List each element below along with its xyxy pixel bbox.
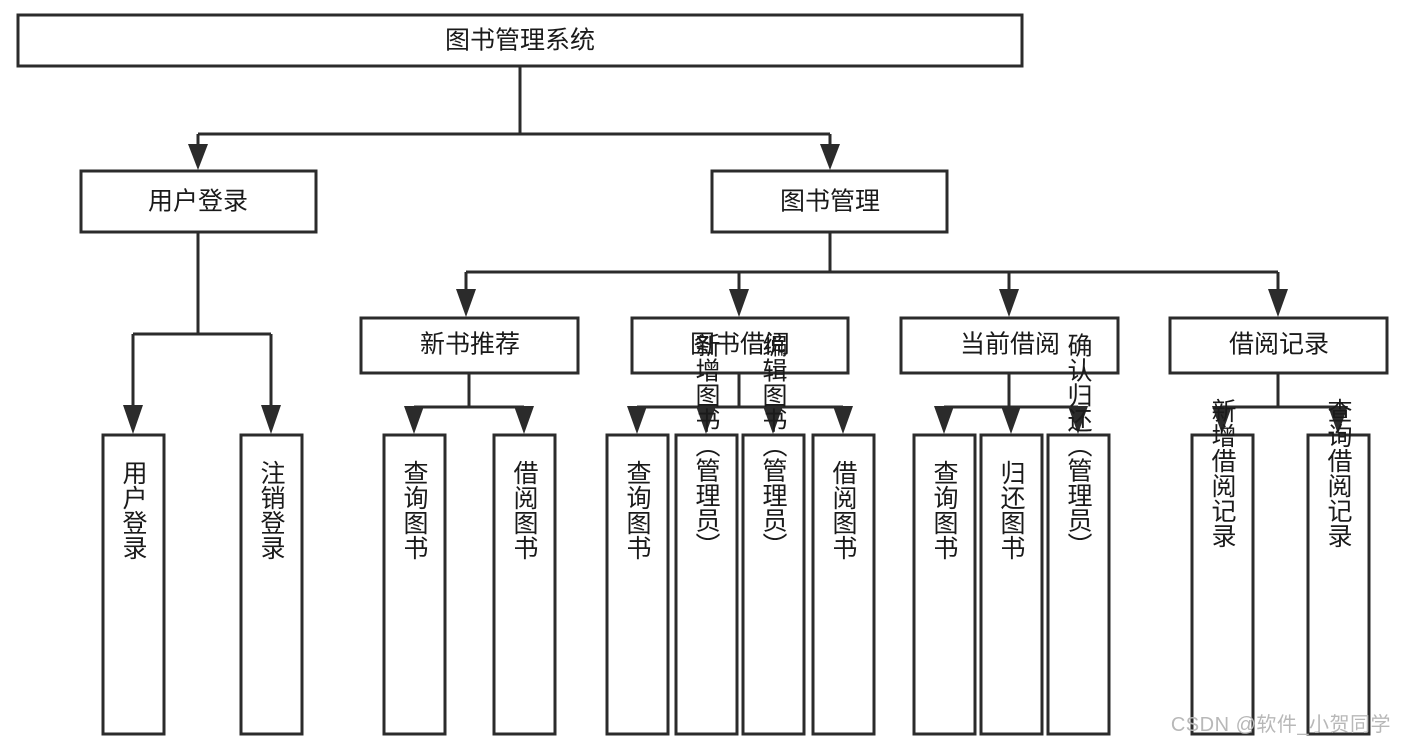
arrowhead-current-leaf-3 xyxy=(1068,406,1088,434)
arrowhead-recommend-leaf-1 xyxy=(404,406,424,434)
leaf-borrow-query-book-label: 查询图书 xyxy=(623,460,652,560)
leaf-recommend-borrow-book-label: 借阅图书 xyxy=(510,460,539,560)
leaf-borrow-edit-book-admin-label: 编辑图书（管理员） xyxy=(759,333,788,558)
node-new-book-recommend-box[interactable] xyxy=(359,316,580,375)
leaf-user-login-login-box[interactable] xyxy=(101,433,166,736)
leaf-current-query-book-label: 查询图书 xyxy=(930,460,959,560)
leaf-current-confirm-return-admin-box[interactable] xyxy=(1046,433,1111,736)
leaf-borrow-borrow-book-box[interactable] xyxy=(811,433,876,736)
leaf-current-return-book-box[interactable] xyxy=(979,433,1044,736)
node-root-system-label: 图书管理系统 xyxy=(445,27,595,55)
arrowhead-book-borrow xyxy=(729,289,749,317)
leaf-record-query-record-label: 查询借阅记录 xyxy=(1324,398,1353,548)
node-root-system-box[interactable] xyxy=(16,13,1024,68)
connector-layer xyxy=(123,66,1348,434)
arrowhead-record-leaf-2 xyxy=(1328,406,1348,434)
node-new-book-recommend-label: 新书推荐 xyxy=(420,331,520,359)
leaf-borrow-add-book-admin-box[interactable] xyxy=(674,433,739,736)
leaf-recommend-borrow-book-box[interactable] xyxy=(492,433,557,736)
leaf-current-query-book[interactable]: 查询图书 xyxy=(912,433,977,736)
leaf-current-query-book-box[interactable] xyxy=(912,433,977,736)
node-current-borrow-label: 当前借阅 xyxy=(960,331,1060,359)
node-borrow-record[interactable]: 借阅记录 xyxy=(1168,316,1389,375)
node-user-login-label: 用户登录 xyxy=(148,188,248,216)
leaf-user-login-logout[interactable]: 注销登录 xyxy=(239,433,304,736)
node-root-system[interactable]: 图书管理系统 xyxy=(16,13,1024,68)
arrowhead-record-leaf-1 xyxy=(1212,406,1232,434)
leaf-user-login-logout-label: 注销登录 xyxy=(257,460,286,560)
node-current-borrow[interactable]: 当前借阅 xyxy=(899,316,1120,375)
node-borrow-record-label: 借阅记录 xyxy=(1229,331,1329,359)
leaf-borrow-query-book[interactable]: 查询图书 xyxy=(605,433,670,736)
leaf-current-confirm-return-admin-label: 确认归还（管理员） xyxy=(1064,333,1093,558)
node-book-management-label: 图书管理 xyxy=(780,188,880,216)
arrowhead-borrow-leaf-1 xyxy=(627,406,647,434)
leaf-user-login-login-label: 用户登录 xyxy=(119,460,148,560)
arrowhead-borrow-leaf-3 xyxy=(763,406,783,434)
leaf-current-confirm-return-admin[interactable]: 确认归还（管理员） xyxy=(1046,333,1111,736)
leaf-user-login-login[interactable]: 用户登录 xyxy=(101,433,166,736)
leaf-borrow-add-book-admin[interactable]: 新增图书（管理员） xyxy=(674,333,739,736)
leaf-recommend-query-book-label: 查询图书 xyxy=(400,460,429,560)
node-borrow-record-box[interactable] xyxy=(1168,316,1389,375)
leaf-current-return-book[interactable]: 归还图书 xyxy=(979,433,1044,736)
leaf-borrow-borrow-book[interactable]: 借阅图书 xyxy=(811,433,876,736)
leaf-record-query-record-box[interactable] xyxy=(1306,433,1371,736)
leaf-borrow-add-book-admin-label: 新增图书（管理员） xyxy=(692,333,721,558)
leaf-recommend-query-book[interactable]: 查询图书 xyxy=(382,433,447,736)
arrowhead-borrow-leaf-4 xyxy=(833,406,853,434)
leaf-user-login-logout-box[interactable] xyxy=(239,433,304,736)
leaf-recommend-query-book-box[interactable] xyxy=(382,433,447,736)
arrowhead-recommend-leaf-2 xyxy=(514,406,534,434)
arrowhead-current-leaf-1 xyxy=(934,406,954,434)
leaf-record-add-record-label: 新增借阅记录 xyxy=(1208,398,1237,548)
node-new-book-recommend[interactable]: 新书推荐 xyxy=(359,316,580,375)
node-current-borrow-box[interactable] xyxy=(899,316,1120,375)
arrowhead-current-borrow xyxy=(999,289,1019,317)
node-book-borrow-label: 图书借阅 xyxy=(690,331,790,359)
leaf-borrow-borrow-book-label: 借阅图书 xyxy=(829,460,858,560)
node-book-management[interactable]: 图书管理 xyxy=(710,169,949,234)
leaf-borrow-edit-book-admin-box[interactable] xyxy=(741,433,806,736)
leaf-current-return-book-label: 归还图书 xyxy=(997,460,1026,560)
leaf-borrow-query-book-box[interactable] xyxy=(605,433,670,736)
arrowhead-borrow-leaf-2 xyxy=(696,406,716,434)
arrowhead-new-book-recommend xyxy=(456,289,476,317)
leaf-recommend-borrow-book[interactable]: 借阅图书 xyxy=(492,433,557,736)
arrowhead-leaf-logout xyxy=(261,405,281,434)
arrowhead-user-login xyxy=(188,144,208,170)
node-user-login[interactable]: 用户登录 xyxy=(79,169,318,234)
node-book-management-box[interactable] xyxy=(710,169,949,234)
node-book-borrow-box[interactable] xyxy=(630,316,850,375)
node-book-borrow[interactable]: 图书借阅 xyxy=(630,316,850,375)
leaf-record-add-record[interactable]: 新增借阅记录 xyxy=(1190,398,1255,736)
leaf-borrow-edit-book-admin[interactable]: 编辑图书（管理员） xyxy=(741,333,806,736)
node-user-login-box[interactable] xyxy=(79,169,318,234)
leaf-record-query-record[interactable]: 查询借阅记录 xyxy=(1306,398,1371,736)
arrowhead-borrow-record xyxy=(1268,289,1288,317)
leaf-record-add-record-box[interactable] xyxy=(1190,433,1255,736)
arrowhead-current-leaf-2 xyxy=(1001,406,1021,434)
arrowhead-book-mgmt xyxy=(820,144,840,170)
arrowhead-leaf-user-login xyxy=(123,405,143,434)
